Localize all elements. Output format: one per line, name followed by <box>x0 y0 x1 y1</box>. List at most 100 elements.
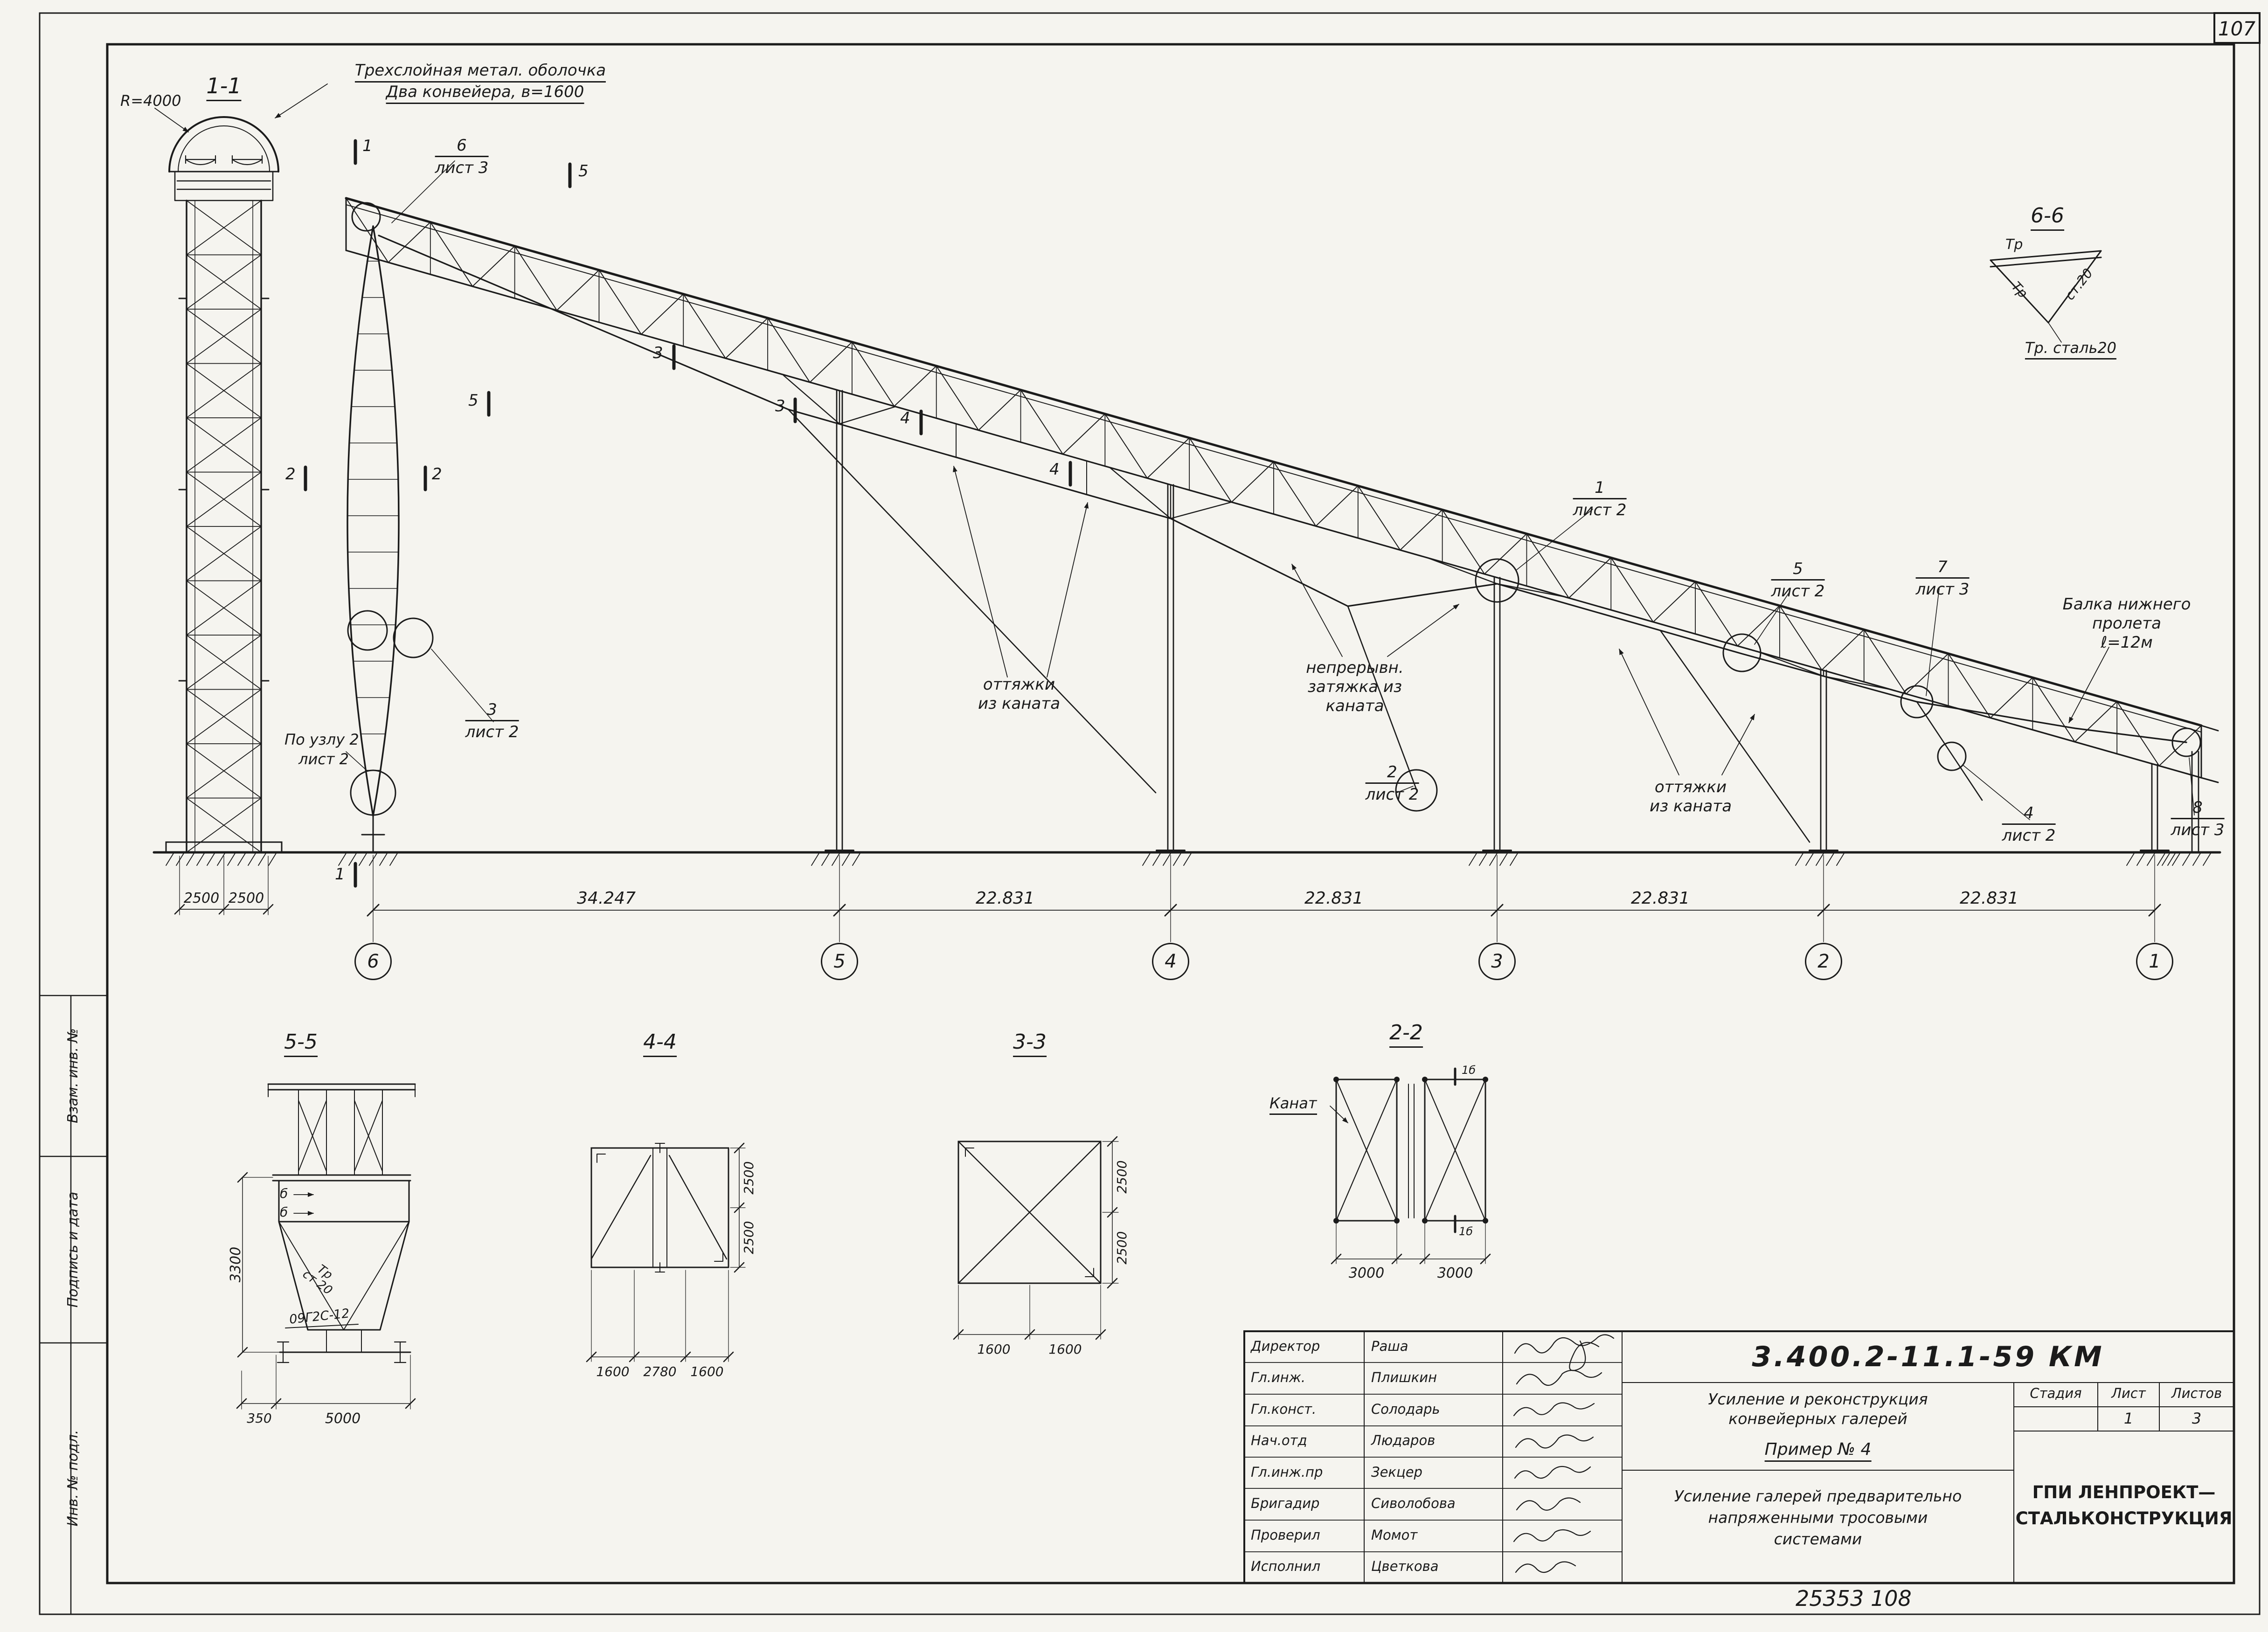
callout-1-sheet: лист 2 <box>1573 501 1627 519</box>
annotation-arrows <box>154 83 2109 1216</box>
dim-5000: 5000 <box>325 1411 361 1427</box>
span-dim-4-3: 22.831 <box>1304 889 1363 908</box>
tower-dim-right: 2500 <box>228 890 264 906</box>
section-4-4-title: 4-4 <box>643 1030 677 1057</box>
dim-33-2500a: 2500 <box>1114 1160 1130 1194</box>
cut-4-bottom: 4 <box>1049 460 1060 479</box>
beam-note-line2: пролета <box>2092 614 2161 633</box>
example-label: Пример № 4 <box>1764 1440 1872 1462</box>
section-5-5 <box>236 1083 416 1410</box>
tb-name-3: Людаров <box>1371 1432 1436 1448</box>
tower-dim-left: 2500 <box>183 890 220 906</box>
title-block-frame <box>1243 1330 2235 1584</box>
grid-bubble-3: 3 <box>1478 943 1516 980</box>
detail-6-6-title: 6-6 <box>2031 204 2064 231</box>
callout-8-number: 8 <box>2171 798 2225 819</box>
cut-3-top: 3 <box>653 344 663 362</box>
project-line2: конвейерных галерей <box>1728 1410 1907 1428</box>
tb-role-3: Нач.отд <box>1251 1432 1307 1448</box>
bolt-dots <box>1333 1077 1488 1224</box>
tb-name-5: Сиволобова <box>1371 1495 1456 1511</box>
tb-role-6: Проверил <box>1251 1527 1320 1543</box>
guy-note-2-line2: из каната <box>1649 796 1732 816</box>
strip-label-vzam: Взам. инв. № <box>64 1028 81 1123</box>
guy-note-2-line1: оттяжки <box>1654 778 1727 796</box>
callout-4-sheet: лист 2 <box>2002 826 2056 845</box>
frame-stamp: 25353 108 <box>1796 1586 1912 1611</box>
detail-6-6-tr-top: Тр <box>2005 236 2023 253</box>
callout-3-number: 3 <box>465 700 519 721</box>
tb-role-1: Гл.инж. <box>1251 1369 1306 1385</box>
cut-1-top: 1 <box>362 137 373 155</box>
dim-44-2500a: 2500 <box>741 1161 756 1195</box>
callout-5-number: 5 <box>1771 560 1825 581</box>
tb-role-0: Директор <box>1251 1338 1320 1354</box>
node-circle-mid-b <box>393 617 434 658</box>
callout-3-sheet: лист 2 <box>465 723 519 741</box>
tb-role-4: Гл.инж.пр <box>1251 1464 1323 1480</box>
signatures <box>1513 1334 1615 1573</box>
dim-33-1600a: 1600 <box>977 1342 1011 1357</box>
truss-web <box>346 198 2202 778</box>
callout-6: 6 лист 3 <box>435 136 489 177</box>
stage-value-listov: 3 <box>2192 1410 2202 1427</box>
cut-4-top: 4 <box>900 409 910 428</box>
callout-1-number: 1 <box>1573 478 1627 499</box>
node-note-line2: лист 2 <box>298 750 349 768</box>
beam-note-line1: Балка нижнего <box>2062 595 2191 614</box>
callout-7-number: 7 <box>1915 558 1970 579</box>
dim-22-3000a: 3000 <box>1348 1265 1385 1281</box>
callout-3: 3 лист 2 <box>465 700 519 741</box>
strip-label-podpis: Подпись и дата <box>64 1191 81 1308</box>
span-dim-3-2: 22.831 <box>1631 889 1690 908</box>
page-frame <box>39 12 2261 1615</box>
detail-6-6-note: Тр. сталь20 <box>2025 339 2117 360</box>
section-2-2 <box>1331 1067 1491 1265</box>
tie-note-line1: непрерывн. <box>1306 658 1404 677</box>
cut-2-left: 2 <box>285 465 296 484</box>
tb-name-0: Раша <box>1371 1338 1408 1354</box>
callout-8: 8 лист 3 <box>2171 798 2225 839</box>
main-section-title: 1-1 <box>206 74 242 101</box>
callout-2-sheet: лист 2 <box>1365 785 1419 804</box>
tb-name-1: Плишкин <box>1371 1369 1437 1385</box>
beam-note-line3: ℓ=12м <box>2101 633 2153 652</box>
description-line1: Усиление галерей предварительно <box>1674 1487 1962 1505</box>
tie-note: непрерывн. затяжка из каната <box>1306 658 1403 715</box>
tb-role-2: Гл.конст. <box>1251 1401 1317 1417</box>
callout-2-number: 2 <box>1365 763 1419 784</box>
callout-8-sheet: лист 3 <box>2171 821 2225 839</box>
guy-note-1-line1: оттяжки <box>983 675 1055 694</box>
cut-2-right: 2 <box>432 465 442 484</box>
tb-role-5: Бригадир <box>1251 1495 1320 1511</box>
callout-4-number: 4 <box>2002 804 2056 825</box>
detail-6-6 <box>1990 250 2102 324</box>
marker-1b-bottom: 1б <box>1459 1225 1473 1238</box>
node-circle-bottom <box>350 769 396 816</box>
tie-note-line2: затяжка из <box>1307 677 1402 696</box>
callout-7: 7 лист 3 <box>1915 558 1970 599</box>
tie-note-line3: каната <box>1325 696 1384 715</box>
callout-7-sheet: лист 3 <box>1915 580 1970 599</box>
doc-code: 3.400.2-11.1-59 КМ <box>1752 1341 2104 1373</box>
marker-1b-top: 1б <box>1462 1064 1476 1077</box>
cut-1-bottom: 1 <box>335 865 345 884</box>
org-line2: СТАЛЬКОНСТРУКЦИЯ <box>2015 1508 2233 1528</box>
ground-hatching <box>166 853 2211 866</box>
tower-bracing <box>186 200 262 853</box>
section-cut-marks <box>304 139 1072 888</box>
tb-name-6: Момот <box>1371 1527 1418 1543</box>
section-3-3 <box>953 1136 1119 1340</box>
grid-bubble-6: 6 <box>354 943 392 980</box>
callout-4: 4 лист 2 <box>2002 804 2056 845</box>
guy-note-1-line2: из каната <box>978 694 1061 713</box>
section-5-5-title: 5-5 <box>284 1030 318 1057</box>
dim-44-1600b: 1600 <box>690 1364 724 1379</box>
tb-name-4: Зекцер <box>1371 1464 1422 1480</box>
project-line1: Усиление и реконструкция <box>1708 1390 1928 1408</box>
dimension-lines <box>174 855 2161 942</box>
stage-header-listov: Листов <box>2171 1385 2222 1401</box>
dim-44-2500b: 2500 <box>741 1221 756 1254</box>
page-number: 107 <box>2218 17 2256 40</box>
